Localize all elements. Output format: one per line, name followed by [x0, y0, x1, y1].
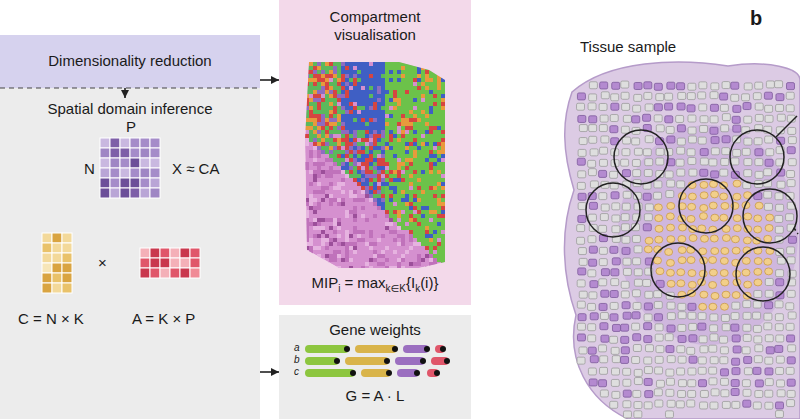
- dashed-divider: [0, 87, 260, 88]
- row-letter: a: [294, 342, 300, 354]
- formula-part: max: [357, 274, 385, 291]
- matrix-dimension: N: [84, 160, 95, 178]
- method-panel: Spatial domain inference: [0, 88, 260, 419]
- flow-arrow: [124, 88, 126, 98]
- matrix-c: [42, 233, 72, 293]
- tissue-sample-illustration: [564, 62, 800, 419]
- panel-ground: [279, 315, 471, 419]
- panel-letter: b: [750, 6, 762, 30]
- flow-arrow: [260, 79, 279, 81]
- matrix-a: [140, 248, 200, 278]
- tissue-image: [305, 62, 449, 270]
- panel-ground: [0, 35, 260, 88]
- formula-subscript: i: [338, 283, 340, 294]
- panel-ground: [0, 88, 260, 419]
- box-title: Gene weights: [279, 321, 471, 339]
- formula-subscript: k: [415, 283, 420, 294]
- formula-subscript: k∈K: [386, 283, 406, 294]
- formula-part: =: [344, 274, 353, 291]
- equation: X ≈ CA: [172, 160, 219, 178]
- formula-part: (i)}: [420, 274, 438, 291]
- box-title: Dimensionality reduction: [0, 52, 260, 70]
- row-letter: c: [294, 366, 299, 378]
- equation: C = N × K: [18, 310, 84, 328]
- matrix-x: [100, 138, 160, 198]
- flow-arrow: [260, 371, 279, 373]
- illustration-title: Tissue sample: [580, 38, 676, 56]
- formula: G = A · L: [279, 387, 471, 405]
- formula: MIPi =maxk∈K{Ik(i)}: [279, 274, 471, 295]
- panel-title: Spatial domain inference: [0, 100, 260, 118]
- output-panel: Compartment visualisation: [279, 0, 471, 305]
- method-box: Dimensionality reduction: [0, 35, 260, 88]
- equation: A = K × P: [132, 310, 195, 328]
- row-letter: b: [294, 354, 300, 366]
- formula-part: {I: [406, 274, 415, 291]
- panel-ground: [279, 0, 471, 305]
- operator: ×: [98, 254, 107, 272]
- formula-part: MIP: [312, 274, 339, 291]
- gene-weight-bars: [305, 345, 450, 377]
- output-box: Gene weights G = A · L: [279, 315, 471, 419]
- panel-title: Compartment visualisation: [279, 8, 471, 44]
- tissue-sample: Tissue sample: [558, 30, 800, 419]
- matrix-dimension: P: [126, 118, 136, 136]
